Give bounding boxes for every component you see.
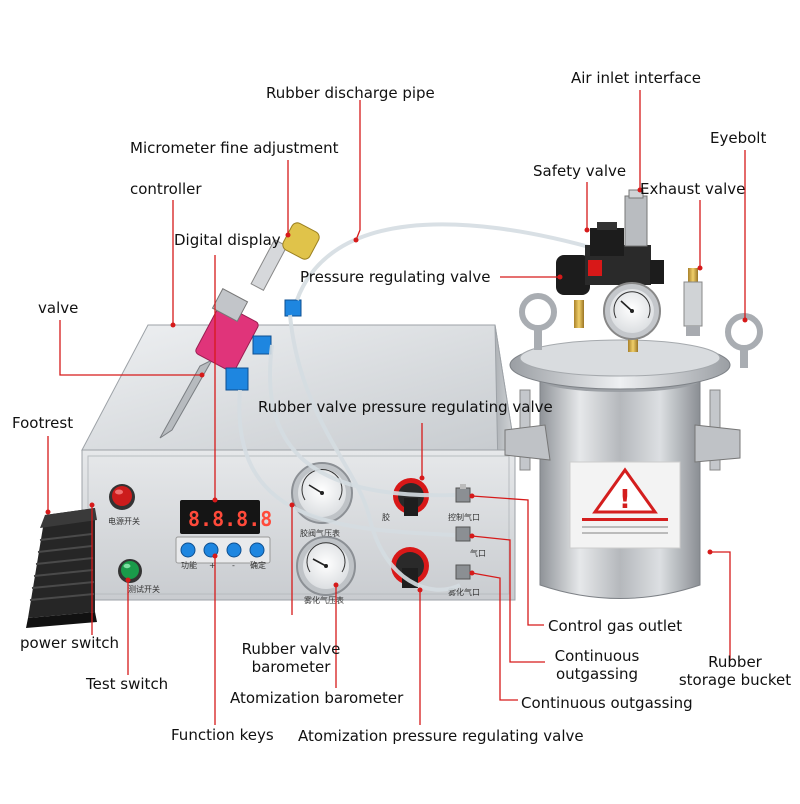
panel-outlets (455, 484, 471, 580)
exhaust-valve[interactable] (683, 268, 703, 336)
label-micrometer: Micrometer fine adjustment (130, 139, 339, 157)
label-rubber-storage-bucket-line1: Rubber (708, 653, 762, 671)
function-key-2[interactable] (203, 542, 219, 558)
rubber-gauge-caption: 胶阀气压表 (300, 528, 340, 538)
atomization-barometer (296, 536, 356, 596)
display-digits: 8.8.8.8 (188, 507, 272, 531)
label-pressure-regulating-valve: Pressure regulating valve (300, 268, 491, 286)
label-atomization-prv: Atomization pressure regulating valve (298, 727, 584, 745)
label-exhaust-valve: Exhaust valve (640, 180, 746, 198)
rubber-storage-bucket: ! (504, 339, 741, 599)
digital-display: 8.8.8.8 (180, 500, 272, 534)
label-rubber-storage-bucket: Rubber storage bucket (671, 653, 799, 689)
label-safety-valve: Safety valve (533, 162, 627, 180)
power-switch-caption: 电源开关 (108, 516, 140, 526)
label-footrest: Footrest (12, 414, 74, 432)
function-key-3[interactable] (226, 542, 242, 558)
label-control-gas-outlet: Control gas outlet (548, 617, 683, 635)
leader-lines (47, 90, 746, 725)
label-function-keys: Function keys (171, 726, 274, 744)
label-continuous-outgassing-1-line2: outgassing (555, 665, 639, 683)
air-tubes (237, 222, 601, 592)
air-inlet-interface[interactable] (624, 189, 648, 247)
port2-caption: 气口 (470, 548, 486, 558)
label-rubber-discharge-pipe: Rubber discharge pipe (266, 84, 435, 102)
footrest[interactable] (26, 508, 97, 628)
dispensing-valve (159, 222, 320, 439)
function-keys: 功能 + - 确定 (175, 536, 271, 570)
leader-dots (45, 187, 748, 593)
function-key-caption-2: + (209, 561, 216, 570)
label-test-switch: Test switch (86, 675, 169, 693)
label-rubber-valve-barometer: Rubber valve barometer (224, 640, 358, 676)
label-rubber-valve-barometer-line1: Rubber valve (241, 640, 341, 658)
knob-caption: 胶 (382, 512, 390, 522)
label-continuous-outgassing-1: Continuous outgassing (548, 647, 646, 683)
function-key-1[interactable] (180, 542, 196, 558)
label-continuous-outgassing-1-line1: Continuous (554, 647, 640, 665)
label-rubber-valve-prv: Rubber valve pressure regulating valve (258, 398, 553, 416)
regulator-gauge (603, 282, 661, 340)
atom-gauge-caption: 雾化气压表 (304, 595, 344, 605)
label-valve: valve (38, 299, 79, 317)
label-continuous-outgassing-2: Continuous outgassing (521, 694, 693, 712)
function-key-caption-1: 功能 (181, 560, 197, 570)
label-rubber-storage-bucket-line2: storage bucket (678, 671, 792, 689)
label-controller: controller (130, 180, 202, 198)
port1-caption: 控制气口 (448, 512, 480, 522)
power-switch-button[interactable] (109, 484, 135, 510)
label-rubber-valve-barometer-line2: barometer (251, 658, 331, 676)
eyebolt-right[interactable] (725, 313, 763, 368)
label-digital-display: Digital display (174, 231, 281, 249)
port3-caption: 雾化气口 (448, 587, 480, 597)
label-power-switch: power switch (20, 634, 120, 652)
warning-symbol: ! (619, 485, 631, 515)
function-key-4[interactable] (249, 542, 265, 558)
eyebolt-left (519, 293, 557, 350)
label-air-inlet-interface: Air inlet interface (571, 69, 701, 87)
function-key-caption-4: 确定 (250, 560, 266, 570)
label-atomization-barometer: Atomization barometer (230, 689, 404, 707)
test-switch-caption: 测试开关 (128, 584, 160, 594)
safety-valve (590, 222, 624, 256)
label-eyebolt: Eyebolt (710, 129, 767, 147)
function-key-caption-3: - (232, 561, 235, 570)
test-switch-button[interactable] (118, 559, 142, 583)
